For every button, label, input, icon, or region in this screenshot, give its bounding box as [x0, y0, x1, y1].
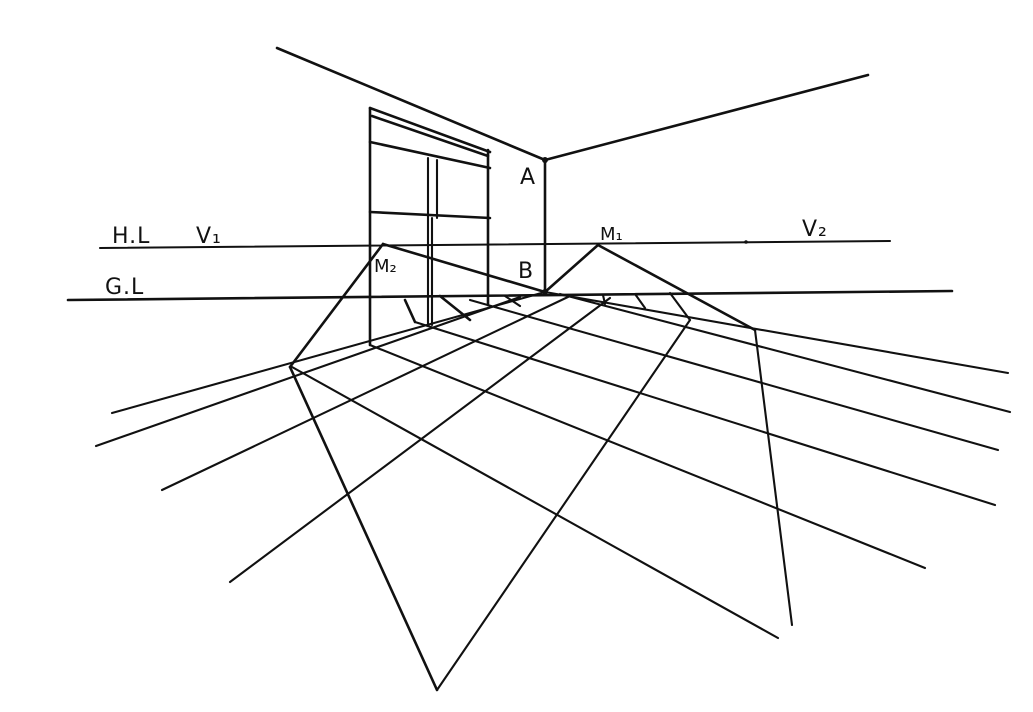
- point-a-label: A: [520, 165, 536, 190]
- point-b-dot: [542, 289, 548, 295]
- window-upper-rail: [370, 114, 490, 158]
- v2-label: V₂: [802, 217, 828, 242]
- ground-line: [66, 289, 954, 302]
- floor-line-right-5: [368, 343, 927, 570]
- ground-line-label: G.L: [105, 275, 144, 300]
- floor-line-left-2: [94, 295, 522, 448]
- diagonal-door-curve-b: [438, 294, 472, 322]
- corner-a-dot: [542, 157, 548, 163]
- floor-line-left-4: [228, 296, 612, 584]
- floor-line-right-4: [413, 320, 997, 507]
- floor-line-left-1: [110, 290, 547, 415]
- m2-label: M₂: [374, 256, 397, 277]
- diagonal-m2-long: [288, 365, 439, 692]
- ceiling-edge-left: [275, 46, 547, 162]
- horizon-line-label: H.L: [112, 224, 150, 249]
- m2-construction-right: [381, 242, 547, 294]
- ground-tick-3: [633, 292, 647, 310]
- m1-construction-right: [596, 243, 757, 332]
- door-frame-top: [368, 106, 492, 154]
- ground-tick-4: [668, 291, 692, 322]
- v1-label: V₁: [196, 224, 222, 249]
- ceiling-edge-right: [543, 73, 870, 162]
- floor-line-left-5: [435, 318, 692, 692]
- horizon-tick-dot: [744, 240, 748, 244]
- floor-line-left-3: [160, 294, 572, 492]
- ground-tick-1: [503, 294, 522, 308]
- ground-tick-2: [601, 293, 607, 306]
- point-b-label: B: [518, 259, 534, 284]
- window-top-rail: [368, 140, 492, 170]
- floor-line-left-6: [753, 328, 794, 627]
- floor-line-right-2: [558, 292, 1012, 414]
- horizon-line: [98, 239, 892, 250]
- floor-line-right-1: [543, 290, 1010, 375]
- floor-line-right-3: [468, 298, 1000, 452]
- diagonal-door-curve-a: [403, 298, 417, 324]
- m2-construction-left: [288, 242, 385, 369]
- floor-line-right-6: [290, 365, 780, 640]
- m1-construction-left: [543, 243, 600, 294]
- window-sill: [368, 210, 492, 220]
- m1-label: M₁: [600, 224, 623, 245]
